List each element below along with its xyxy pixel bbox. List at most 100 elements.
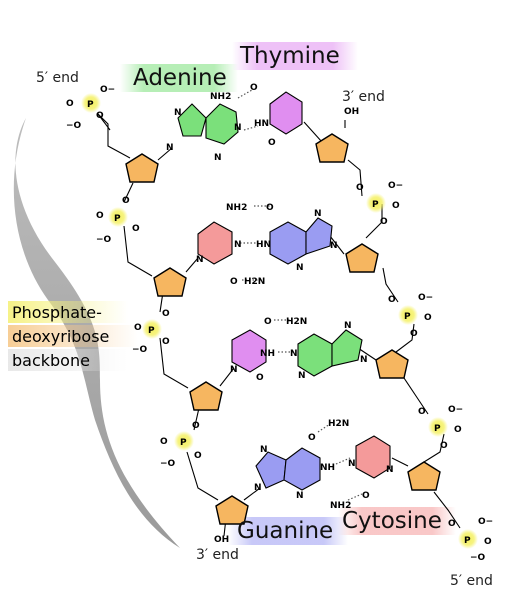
svg-text:O: O bbox=[194, 451, 202, 461]
thymine-highlight bbox=[232, 42, 358, 70]
svg-text:HN: HN bbox=[256, 240, 271, 250]
adenine-highlight bbox=[120, 64, 238, 92]
adenine-base-top bbox=[177, 103, 239, 145]
sugar-5 bbox=[315, 133, 349, 163]
svg-text:H2N: H2N bbox=[328, 419, 349, 429]
svg-text:P: P bbox=[114, 214, 121, 224]
svg-text:O−: O− bbox=[100, 85, 115, 95]
adenine-label: Adenine bbox=[133, 65, 227, 91]
phosphate-group-4: P O −O O O bbox=[160, 421, 202, 469]
svg-text:O−: O− bbox=[418, 293, 433, 303]
svg-text:P: P bbox=[404, 312, 411, 322]
phosphate-glow-1 bbox=[81, 93, 101, 113]
svg-text:N: N bbox=[290, 349, 298, 359]
phosphate-glow-2 bbox=[108, 207, 128, 227]
sugar-1 bbox=[125, 153, 159, 183]
base-atoms: NH2 O HN N O N N N OH NH2 O N HN O H2N N… bbox=[166, 83, 394, 545]
guanine-label: Guanine bbox=[237, 518, 333, 544]
cytosine-base-bottom bbox=[355, 435, 391, 479]
svg-text:N: N bbox=[348, 459, 356, 469]
svg-text:−O: −O bbox=[132, 345, 148, 355]
svg-text:O: O bbox=[418, 407, 426, 417]
svg-text:NH2: NH2 bbox=[226, 203, 247, 213]
svg-text:O: O bbox=[410, 329, 418, 339]
svg-text:O−: O− bbox=[478, 517, 493, 527]
phosphate-group-6: P O− O O O bbox=[388, 293, 433, 339]
guanine-highlight bbox=[228, 517, 348, 545]
svg-text:N: N bbox=[296, 263, 304, 273]
svg-text:P: P bbox=[464, 536, 471, 546]
svg-text:O: O bbox=[356, 183, 364, 193]
svg-text:OH: OH bbox=[214, 535, 229, 545]
svg-text:O: O bbox=[440, 441, 448, 451]
phosphate-group-7: P O− O O O bbox=[418, 405, 463, 451]
svg-text:P: P bbox=[148, 326, 155, 336]
svg-text:N: N bbox=[260, 445, 268, 455]
svg-text:N: N bbox=[166, 143, 174, 153]
svg-text:O: O bbox=[96, 211, 104, 221]
svg-text:N: N bbox=[174, 108, 182, 118]
svg-text:N: N bbox=[330, 241, 338, 251]
svg-text:O: O bbox=[256, 373, 264, 383]
svg-text:O: O bbox=[380, 217, 388, 227]
thymine-base-top bbox=[269, 91, 303, 135]
svg-text:H2N: H2N bbox=[286, 317, 307, 327]
svg-text:O: O bbox=[388, 295, 396, 305]
svg-text:N: N bbox=[196, 255, 204, 265]
svg-text:O: O bbox=[266, 203, 274, 213]
backbone-label-line-3: backbone bbox=[12, 351, 90, 370]
svg-text:NH2: NH2 bbox=[210, 92, 231, 102]
adenine-base-3 bbox=[297, 329, 363, 377]
backbone-highlight-2 bbox=[8, 325, 138, 347]
svg-text:−O: −O bbox=[470, 553, 486, 563]
sugar-2 bbox=[153, 267, 187, 297]
svg-text:−O: −O bbox=[96, 235, 112, 245]
five-prime-end-top: 5′ end bbox=[36, 70, 79, 86]
thymine-label: Thymine bbox=[239, 43, 340, 69]
svg-text:O: O bbox=[66, 99, 74, 109]
svg-text:O: O bbox=[454, 425, 462, 435]
svg-text:O: O bbox=[484, 537, 492, 547]
svg-text:−O: −O bbox=[160, 459, 176, 469]
cytosine-label: Cytosine bbox=[342, 508, 442, 534]
backbone-highlight-1 bbox=[8, 301, 128, 323]
sugar-4 bbox=[215, 495, 249, 525]
svg-text:O: O bbox=[424, 313, 432, 323]
sugar-8 bbox=[407, 461, 441, 491]
phosphate-glow-3 bbox=[142, 319, 162, 339]
svg-text:N: N bbox=[234, 240, 242, 250]
svg-text:O: O bbox=[362, 491, 370, 501]
svg-text:P: P bbox=[434, 424, 441, 434]
phosphate-group-2: P O −O O O bbox=[96, 196, 140, 245]
svg-text:N: N bbox=[214, 153, 222, 163]
svg-text:P: P bbox=[87, 100, 94, 110]
three-prime-end-bottom: 3′ end bbox=[196, 547, 239, 563]
guanine-base-2 bbox=[269, 217, 333, 265]
svg-text:O: O bbox=[264, 317, 272, 327]
svg-text:NH: NH bbox=[320, 463, 335, 473]
backbone-label-line-1: Phosphate- bbox=[12, 303, 102, 322]
svg-text:N: N bbox=[254, 483, 262, 493]
svg-text:O: O bbox=[96, 111, 104, 121]
svg-text:O: O bbox=[308, 433, 316, 443]
phosphate-group-3: P O −O O O bbox=[132, 309, 170, 355]
svg-text:O: O bbox=[160, 437, 168, 447]
svg-text:O: O bbox=[192, 421, 200, 431]
svg-text:O: O bbox=[230, 277, 238, 287]
svg-text:O−: O− bbox=[388, 181, 403, 191]
svg-text:O: O bbox=[268, 138, 276, 148]
svg-text:O: O bbox=[448, 519, 456, 529]
svg-text:O: O bbox=[250, 83, 258, 93]
thymine-base-3 bbox=[231, 329, 267, 373]
svg-text:O−: O− bbox=[448, 405, 463, 415]
right-strand-bonds bbox=[303, 120, 461, 529]
svg-text:NH2: NH2 bbox=[330, 501, 351, 511]
svg-text:O: O bbox=[132, 224, 140, 234]
svg-text:N: N bbox=[296, 491, 304, 501]
phosphate-glow-4 bbox=[174, 431, 194, 451]
svg-text:O: O bbox=[122, 196, 130, 206]
phosphate-group-1: P O− O −O O bbox=[66, 85, 115, 131]
sugar-6 bbox=[345, 243, 379, 273]
svg-text:N: N bbox=[344, 321, 352, 331]
